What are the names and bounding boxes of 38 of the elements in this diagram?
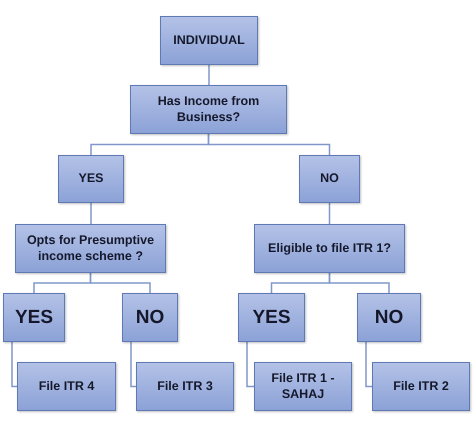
connector-line: [208, 134, 330, 155]
connector-line: [11, 342, 17, 388]
box-text: File ITR 2: [393, 378, 449, 394]
box-text: YES: [78, 171, 104, 187]
flowchart-box: [17, 362, 116, 411]
box-text: Eligible to file ITR 1?: [268, 240, 391, 256]
box-text: Has Income from Business?: [156, 94, 260, 126]
connector-line: [90, 273, 151, 293]
box-text: File ITR 4: [38, 378, 94, 394]
box-text: INDIVIDUAL: [173, 32, 245, 48]
flowchart-box: [15, 224, 166, 273]
flowchart-box: [122, 293, 178, 342]
connector-line: [328, 273, 390, 293]
box-text: YES: [14, 306, 54, 330]
box-text: NO: [374, 306, 404, 330]
connector-line: [365, 342, 372, 388]
connector-line: [90, 203, 92, 224]
box-text: NO: [136, 306, 164, 330]
flowchart-box: [130, 85, 287, 134]
box-text: File ITR 3: [157, 378, 213, 394]
box-text: Opts for Presumptive income scheme ?: [26, 232, 156, 264]
box-text: YES: [252, 306, 291, 330]
flowchart-box: [58, 155, 124, 203]
flowchart-box: [3, 293, 65, 342]
flowchart-box: [254, 362, 352, 411]
flowchart-box: [136, 362, 234, 411]
box-text: NO: [320, 171, 339, 187]
flowchart-box: [254, 224, 405, 273]
connector-line: [328, 203, 330, 224]
flowchart-box: [372, 362, 470, 411]
flowchart-box: [357, 293, 421, 342]
connector-line: [246, 342, 254, 388]
flowchart-box: [238, 293, 305, 342]
flowchart-box: [160, 16, 258, 65]
connector-line: [130, 342, 136, 388]
flowchart-box: [299, 155, 360, 203]
connector-line: [208, 65, 210, 85]
box-text: File ITR 1 - SAHAJ: [270, 370, 336, 402]
